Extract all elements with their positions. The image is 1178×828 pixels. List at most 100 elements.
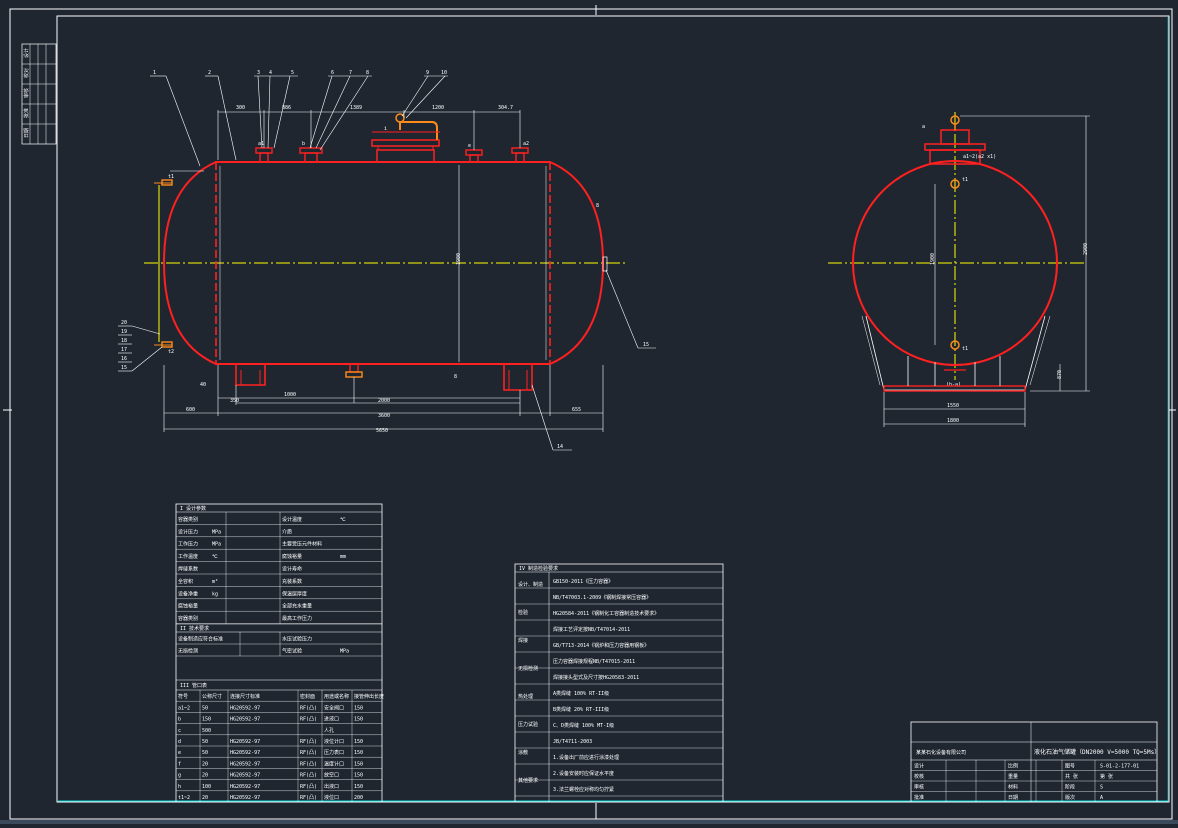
leader-9: 9 xyxy=(426,70,429,76)
end-label-t1: t1 xyxy=(962,177,968,183)
param-cell: 全容积 xyxy=(178,578,193,585)
param-cell: 焊缝系数 xyxy=(178,566,198,573)
mfg-label: 热处理 xyxy=(518,693,533,700)
nozzle-cell: 20 xyxy=(202,761,208,767)
end-nozzle-bottom xyxy=(950,340,960,350)
mfg-row: 3.法兰螺栓应对称均匀拧紧 xyxy=(553,786,614,793)
nozzle-cell: 100 xyxy=(202,784,211,790)
mfg-label: 设计、制造 xyxy=(518,581,543,588)
level-label-bottom: t2 xyxy=(168,349,174,355)
saddle-left xyxy=(235,364,266,386)
leader-6: 6 xyxy=(331,70,334,76)
mfg-label: 涂敷 xyxy=(518,749,528,756)
param-cell: mm xyxy=(340,554,346,560)
mfg-row: HG20584-2011《钢制化工容器制造技术要求》 xyxy=(553,610,659,617)
nozzle-cell: 20 xyxy=(202,795,208,801)
nozzle-cell: 150 xyxy=(354,784,363,790)
title-block: 液化石油气储罐（DN2000 V=5000 TQ=5Ms） 某某石化设备有限公司… xyxy=(910,721,1160,803)
nozzle-label-b: b xyxy=(302,141,305,147)
dim-bottom-600: 600 xyxy=(186,407,195,413)
leader-bottom: 14 xyxy=(557,444,563,450)
leader-line-15 xyxy=(605,269,639,349)
end-dimensions xyxy=(883,115,1090,427)
nozzle-col-header: 密封面 xyxy=(300,693,315,700)
title-cell: A xyxy=(1100,795,1103,801)
mfg-row: NB/T47003.1-2009《钢制焊接常压容器》 xyxy=(553,594,651,601)
front-view: 1900 a1 b i e xyxy=(118,70,656,451)
mfg-row: JB/T4711-2003 xyxy=(553,739,592,745)
param-cell: 容器类别 xyxy=(178,615,198,622)
drawing-title: 液化石油气储罐（DN2000 V=5000 TQ=5Ms） xyxy=(1034,748,1160,756)
mfg-row: 压力容器焊接规程NB/T47015-2011 xyxy=(553,658,635,665)
nozzle-col-header: 公称尺寸 xyxy=(202,693,222,700)
title-cell: S xyxy=(1100,785,1103,791)
nozzle-label-i: i xyxy=(384,126,387,132)
param-cell: 充装系数 xyxy=(282,578,302,585)
title-cell: 阶段 xyxy=(1065,784,1075,791)
nozzle-cell: HG20592-97 xyxy=(230,739,260,745)
nozzle-cell: 500 xyxy=(202,728,211,734)
end-dim-width-2: 1800 xyxy=(947,418,959,424)
nozzle-cell: 50 xyxy=(202,750,208,756)
nozzle-cell: d xyxy=(178,739,181,745)
nozzle-cell: 150 xyxy=(202,717,211,723)
end-dim-height: 2900 xyxy=(1083,243,1089,255)
mfg-row: 1.设备出厂前应进行涂漆处理 xyxy=(553,754,619,761)
leader-7: 7 xyxy=(349,70,352,76)
nozzle-cell: 150 xyxy=(354,705,363,711)
leader-4: 4 xyxy=(269,70,272,76)
nozzle-cell: 150 xyxy=(354,750,363,756)
nozzle-cell: HG20592-97 xyxy=(230,761,260,767)
nozzle-cell: RF(凸) xyxy=(300,795,317,801)
nozzle-cell: HG20592-97 xyxy=(230,773,260,779)
tank-shell xyxy=(162,161,605,365)
nozzle-col-header: 符号 xyxy=(178,693,188,700)
leader-17: 17 xyxy=(121,347,127,353)
nozzle-cell: t1~2 xyxy=(178,795,190,801)
mfg-label: 无损检测 xyxy=(518,665,538,672)
spec-heading: II 技术要求 xyxy=(180,625,209,632)
dim-small: 40 xyxy=(200,382,206,388)
title-cell: 设计 xyxy=(914,763,924,770)
nozzle-cell: RF(凸) xyxy=(300,750,317,756)
sheet-border xyxy=(9,8,1173,820)
param-cell: 全部充水重量 xyxy=(282,603,312,610)
nozzle-cell: b xyxy=(178,717,181,723)
manhole xyxy=(371,113,440,163)
margin-table: 设计 校对 审核 批准 日期 xyxy=(21,43,57,145)
title-cell: 校核 xyxy=(914,773,924,780)
leader-5: 5 xyxy=(291,70,294,76)
nozzle-table-heading: III 管口表 xyxy=(180,682,207,689)
dim-top-3: 1389 xyxy=(350,105,362,111)
nozzle-cell: 液位口 xyxy=(324,794,339,801)
margin-row-2: 校对 xyxy=(23,68,30,78)
param-cell: 腐蚀裕量 xyxy=(282,553,302,560)
margin-row-3: 审核 xyxy=(23,88,30,98)
nozzle-cell: HG20592-97 xyxy=(230,784,260,790)
mfg-row: 2.设备安装时应保证水平度 xyxy=(553,770,614,777)
design-params-heading: I 设计参数 xyxy=(180,505,206,512)
top-dimensions xyxy=(217,110,521,160)
nozzle-col-header: 连接尺寸标准 xyxy=(230,693,260,700)
param-cell: MPa xyxy=(212,529,221,535)
param-cell: ℃ xyxy=(212,554,218,560)
saddle-right xyxy=(503,364,533,391)
leader-20: 20 xyxy=(121,320,127,326)
dim-top-2: 886 xyxy=(282,105,291,111)
bottom-dimensions xyxy=(163,365,604,432)
end-dim-leg: 870 xyxy=(1057,370,1063,379)
param-cell: 介质 xyxy=(282,528,292,535)
nozzle-cell: HG20592-97 xyxy=(230,750,260,756)
nozzle-cell: 进液口 xyxy=(324,716,339,723)
mfg-label: 压力试验 xyxy=(518,721,538,728)
mfg-row: 焊接接头型式及尺寸按HG20583-2011 xyxy=(553,674,639,681)
nozzle-cell: 压力表口 xyxy=(324,749,344,756)
leader-2: 2 xyxy=(208,70,211,76)
end-view: t1 t1 a a1~2(a2 x1) (h-a) 1550 1 xyxy=(828,112,1090,427)
param-cell: ℃ xyxy=(340,517,346,523)
title-cell: 图号 xyxy=(1065,764,1075,770)
dim-wall: 8 xyxy=(596,203,599,209)
leader-line-14 xyxy=(531,384,554,451)
nozzle-cell: 人孔 xyxy=(324,727,334,734)
